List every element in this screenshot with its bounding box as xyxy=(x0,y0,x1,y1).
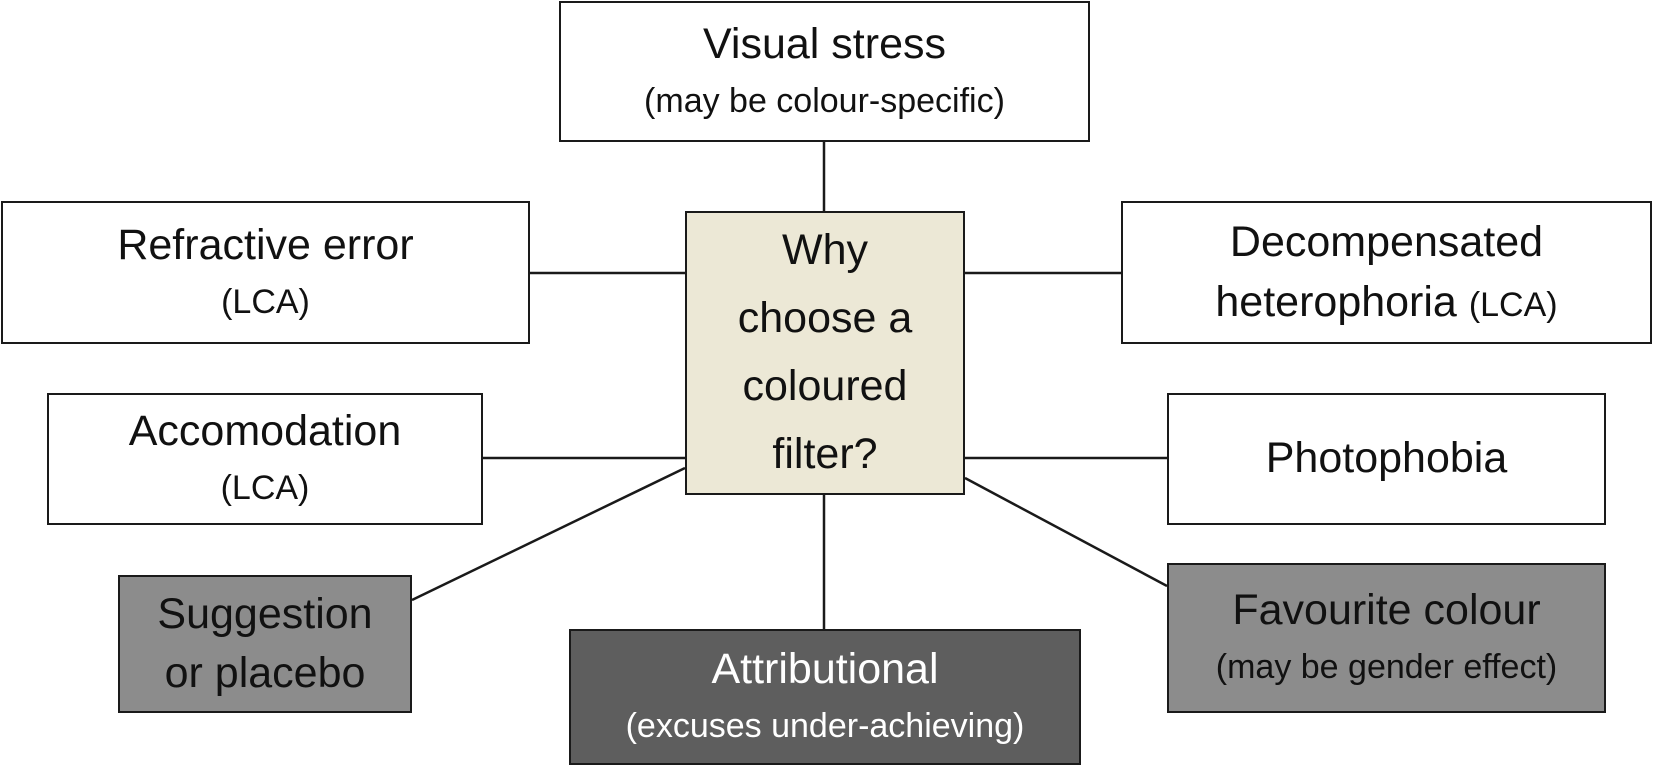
node-title-line1: Decompensated xyxy=(1229,218,1544,267)
node-title-line2-text: heterophoria xyxy=(1215,277,1457,326)
node-photophobia: Photophobia xyxy=(1167,393,1606,525)
center-line-1: Why xyxy=(782,226,868,275)
connector-suggestion xyxy=(411,466,686,602)
node-accomodation: Accomodation (LCA) xyxy=(47,393,483,525)
connector-favourite-colour xyxy=(964,476,1168,588)
node-favourite-colour: Favourite colour (may be gender effect) xyxy=(1167,563,1606,713)
node-title: Visual stress xyxy=(703,19,946,68)
node-title: Accomodation xyxy=(128,407,402,456)
node-subtitle: (excuses under-achieving) xyxy=(625,707,1025,746)
node-title-line1: Suggestion xyxy=(157,589,373,638)
node-subtitle: (LCA) xyxy=(220,469,310,508)
node-title: Photophobia xyxy=(1265,434,1508,483)
node-suggestion: Suggestion or placebo xyxy=(118,575,412,713)
node-visual-stress: Visual stress (may be colour-specific) xyxy=(559,1,1090,142)
node-title: Attributional xyxy=(711,645,939,694)
node-subtitle: (may be colour-specific) xyxy=(644,81,1005,120)
center-line-2: choose a xyxy=(737,294,913,343)
node-decompensated-heterophoria: Decompensated heterophoria (LCA) xyxy=(1121,201,1652,344)
node-subtitle: (LCA) xyxy=(1468,285,1558,324)
node-title-line2: or placebo xyxy=(164,649,366,697)
node-refractive-error: Refractive error (LCA) xyxy=(1,201,530,344)
node-title: Refractive error xyxy=(117,220,414,269)
node-title-line2: heterophoria (LCA) xyxy=(1215,273,1557,332)
node-center-question: Why choose a coloured filter? xyxy=(685,211,965,495)
center-line-4: filter? xyxy=(772,429,878,478)
node-subtitle: (LCA) xyxy=(221,282,310,321)
center-line-3: coloured xyxy=(742,362,908,410)
node-attributional: Attributional (excuses under-achieving) xyxy=(569,629,1081,765)
node-subtitle: (may be gender effect) xyxy=(1215,648,1558,687)
node-title: Favourite colour xyxy=(1232,586,1541,635)
